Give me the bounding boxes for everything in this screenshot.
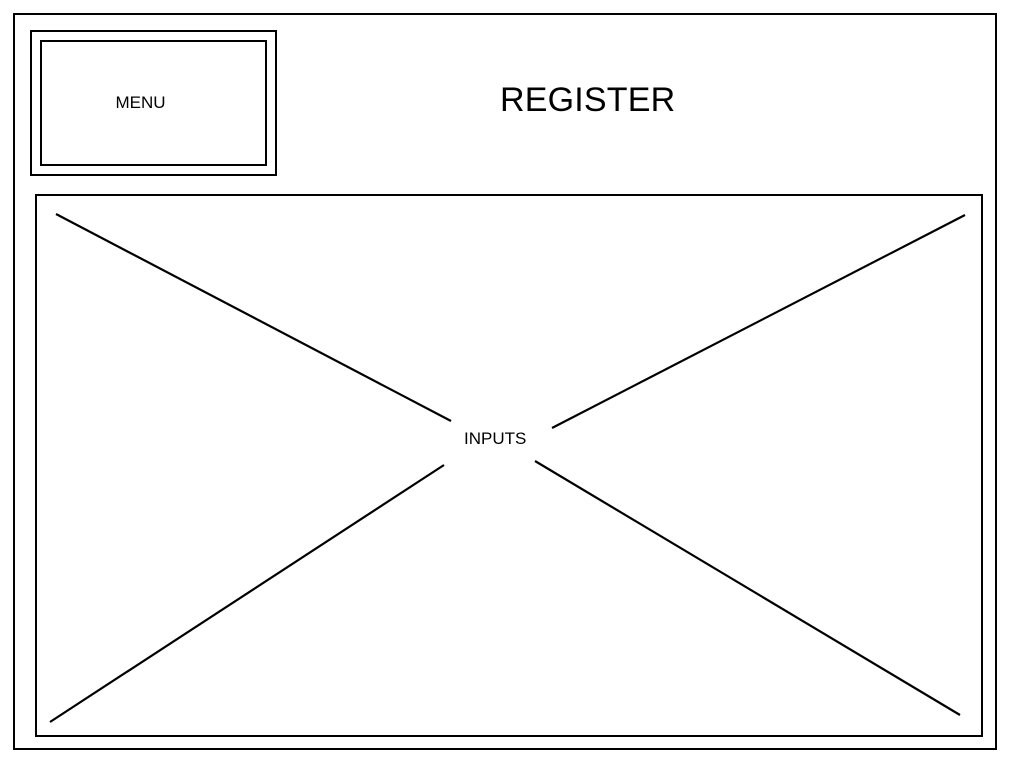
menu-button[interactable]: MENU [40,40,267,166]
inputs-placeholder-label: INPUTS [464,429,527,449]
menu-container: MENU [30,30,277,176]
menu-label: MENU [115,93,166,112]
page-frame [13,13,997,750]
cross-line-top-right [551,214,966,429]
cross-line-bottom-left [49,464,445,723]
cross-line-top-left [55,213,452,422]
cross-line-bottom-right [534,460,961,716]
inputs-placeholder-frame [35,194,983,737]
page-title: REGISTER [500,81,676,119]
